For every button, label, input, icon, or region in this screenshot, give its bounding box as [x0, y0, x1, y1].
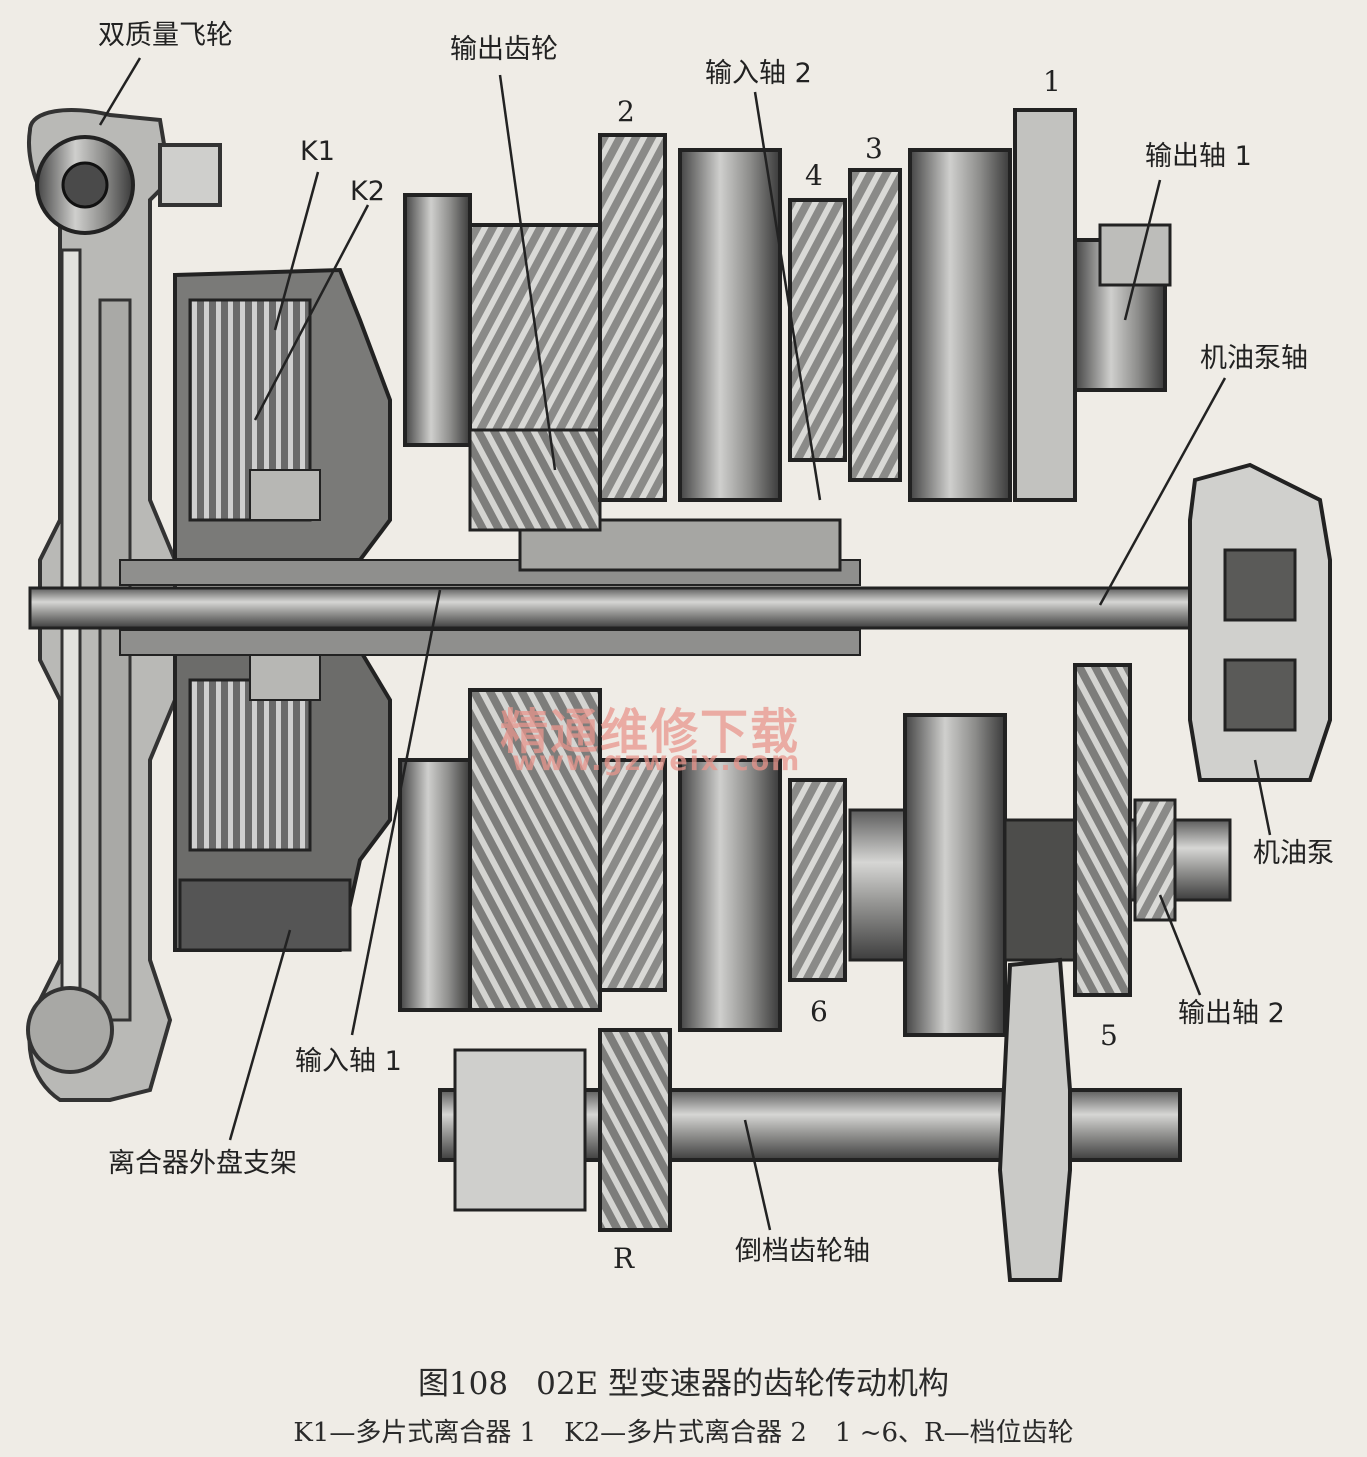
- label-gear-6: 6: [810, 995, 828, 1028]
- label-reverse-gear-shaft: 倒档齿轮轴: [735, 1236, 870, 1267]
- label-output-shaft-1: 输出轴 1: [1145, 141, 1252, 172]
- label-output-shaft-2: 输出轴 2: [1178, 998, 1285, 1029]
- figure-caption: 图108 02E 型变速器的齿轮传动机构: [0, 1358, 1367, 1403]
- legend-item-gears: 1 ~6、R—档位齿轮: [834, 1418, 1074, 1448]
- label-gear-3: 3: [865, 132, 883, 165]
- label-gear-4: 4: [805, 159, 823, 192]
- output-shaft-2-gears: [398, 663, 1232, 1037]
- legend-item-k2: K2—多片式离合器 2: [564, 1418, 807, 1448]
- label-dual-mass-flywheel: 双质量飞轮: [98, 20, 233, 51]
- figure-number: 图108: [417, 1366, 509, 1402]
- figure-title: 02E 型变速器的齿轮传动机构: [536, 1366, 950, 1402]
- label-oil-pump-shaft: 机油泵轴: [1200, 343, 1308, 374]
- label-k1: K1: [300, 136, 335, 167]
- transmission-cutaway-drawing: [26, 57, 1332, 1282]
- label-gear-r: R: [613, 1242, 635, 1275]
- label-k2: K2: [350, 176, 385, 207]
- figure-legend: K1—多片式离合器 1 K2—多片式离合器 2 1 ~6、R—档位齿轮: [0, 1412, 1367, 1449]
- output-shaft-1-gears: [403, 108, 1172, 532]
- label-gear-5: 5: [1100, 1019, 1118, 1052]
- label-gear-1: 1: [1043, 65, 1061, 98]
- watermark-url: www.gzweix.com: [512, 746, 802, 777]
- oil-pump-body: [1188, 462, 1332, 782]
- main-shaft: [28, 518, 1232, 656]
- flywheel-housing: [26, 108, 222, 1102]
- label-clutch-outer-carrier: 离合器外盘支架: [108, 1148, 297, 1179]
- label-gear-2: 2: [617, 95, 635, 128]
- label-oil-pump: 机油泵: [1253, 838, 1334, 869]
- reverse-gear-shaft-body: [438, 957, 1182, 1282]
- legend-item-k1: K1—多片式离合器 1: [293, 1418, 537, 1448]
- clutch-assembly: [173, 267, 392, 952]
- label-output-gear: 输出齿轮: [450, 34, 558, 65]
- label-input-shaft-2: 输入轴 2: [705, 58, 812, 89]
- watermark-text: 精通维修下载: [500, 704, 801, 760]
- leader-lines: [98, 57, 1272, 1231]
- label-input-shaft-1: 输入轴 1: [295, 1046, 402, 1077]
